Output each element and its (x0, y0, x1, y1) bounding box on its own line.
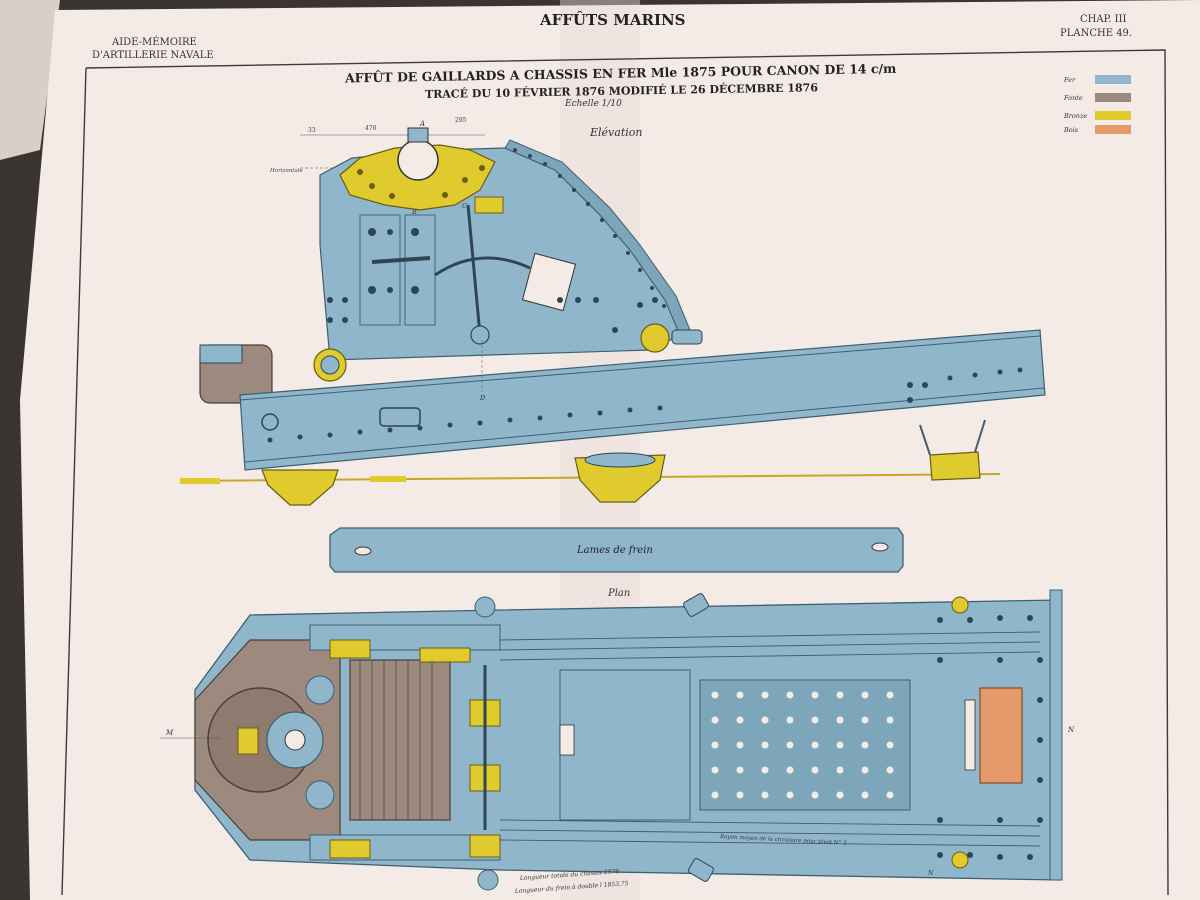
elevating-rod (371, 256, 431, 264)
rear-block-wood (979, 687, 1023, 784)
letter-m: M (165, 729, 174, 737)
paper-stack-edge (0, 0, 60, 160)
legend-label-cast: Fonte (1063, 94, 1083, 102)
frame-opening (559, 724, 575, 756)
top-handle (683, 593, 709, 617)
legend-label-bronze: Bronze (1063, 112, 1087, 120)
letter-c: C (462, 202, 467, 210)
lever-pivot (470, 325, 490, 345)
rear-bracket (919, 419, 986, 456)
view-title-elevation: Elévation (589, 126, 642, 139)
bottom-lug (477, 869, 499, 891)
annotation-horizontale: Horizontale (269, 168, 303, 174)
elevating-lever (466, 204, 482, 336)
side-frame-panel (404, 214, 436, 326)
dimension-label-2: 470 (365, 125, 377, 132)
legend-label-iron: Fer (1063, 76, 1076, 84)
legend-swatch-iron (1095, 75, 1131, 84)
letter-d: D (479, 394, 486, 402)
deck-plate-bronze (180, 478, 220, 484)
rear-wheel-bronze (951, 851, 969, 869)
letter-a: A (419, 120, 425, 128)
dimension-label-3: 295 (455, 117, 467, 124)
rear-wheel-bronze (951, 596, 969, 614)
chassis-eye (261, 413, 279, 431)
perforated-panel (699, 679, 911, 811)
panel-perforations (711, 691, 894, 799)
rear-roller-bronze (640, 323, 670, 353)
top-lug (474, 596, 496, 618)
rear-roller-base-bronze (929, 451, 981, 481)
chassis-top-flange (239, 335, 1041, 401)
rear-handle (671, 329, 703, 345)
brake-block-lines (359, 660, 433, 820)
brake-plate (329, 527, 904, 573)
front-eye-right (305, 780, 335, 810)
rear-slot (964, 699, 976, 771)
brake-plate-label: Lames de frein (576, 545, 653, 556)
plate-subtitle: TRACÉ DU 10 FÉVRIER 1876 MODIFIÉ LE 26 D… (425, 80, 818, 101)
front-roller-hub (320, 355, 340, 375)
slide-chassis (239, 329, 1046, 471)
carriage-rivets (327, 297, 658, 333)
front-buffer-cap (199, 344, 243, 364)
legend-swatch-bronze (1095, 111, 1131, 120)
header-section: AFFÛTS MARINS (539, 11, 686, 29)
pivot-bore (284, 729, 306, 751)
side-frame-panel (359, 214, 401, 326)
bronze-pad (469, 834, 501, 858)
flange-rivets (513, 148, 666, 308)
bronze-pad (329, 839, 371, 859)
brake-plate-slot-left (354, 546, 372, 556)
rear-end-plate (1049, 589, 1063, 881)
chassis-rivets (267, 367, 1023, 443)
deck-plate-bronze (370, 476, 406, 482)
brake-plate-view: Lames de frein (329, 527, 904, 573)
front-pivot-base-bronze (261, 469, 339, 506)
material-legend: Fer Fonte Bronze Bois (1063, 75, 1131, 134)
trunnion-bore (397, 139, 439, 181)
trunnion-cap (407, 127, 429, 143)
legend-label-wood: Bois (1063, 126, 1079, 134)
bronze-pad (329, 639, 371, 659)
panel-bolts (368, 228, 419, 294)
plate-frame-left (61, 67, 87, 896)
brake-block-cast (349, 659, 451, 821)
plate-scale: Echelle 1/10 (564, 99, 622, 109)
chassis-slot (379, 407, 421, 427)
header-book-sub: D'ARTILLERIE NAVALE (92, 50, 214, 61)
dimension-label-1: 33 (308, 127, 316, 134)
center-pivot-ring (584, 452, 656, 468)
bracket-bolts (357, 165, 485, 199)
bottom-handle (688, 858, 714, 882)
elevating-sector-arc (434, 256, 531, 277)
plan-view: M N (160, 589, 1075, 895)
plan-rails (499, 631, 1041, 847)
rear-rivets (937, 615, 1043, 860)
brake-plate-slot-right (871, 542, 889, 552)
front-eye-left (305, 675, 335, 705)
pivot-block-bronze (237, 727, 259, 755)
index-plate (521, 252, 577, 312)
letter-b: B (411, 208, 417, 216)
view-title-plan: Plan (607, 588, 630, 599)
letter-n-lower: N (927, 870, 934, 877)
legend-swatch-cast (1095, 93, 1131, 102)
bronze-pad (419, 647, 471, 663)
center-pivot-base-bronze (574, 454, 666, 503)
lever-clamp-bronze (474, 196, 504, 214)
legend-swatch-wood (1095, 125, 1131, 134)
letter-n: N (1067, 726, 1075, 734)
plate-frame (85, 49, 1169, 896)
header-chapter: CHAP. III (1080, 14, 1127, 25)
header-plate: PLANCHE 49. (1060, 28, 1132, 39)
elevation-view: 33 470 295 Horizontale A B (179, 117, 1046, 506)
header-book: AIDE-MÉMOIRE (111, 36, 197, 48)
